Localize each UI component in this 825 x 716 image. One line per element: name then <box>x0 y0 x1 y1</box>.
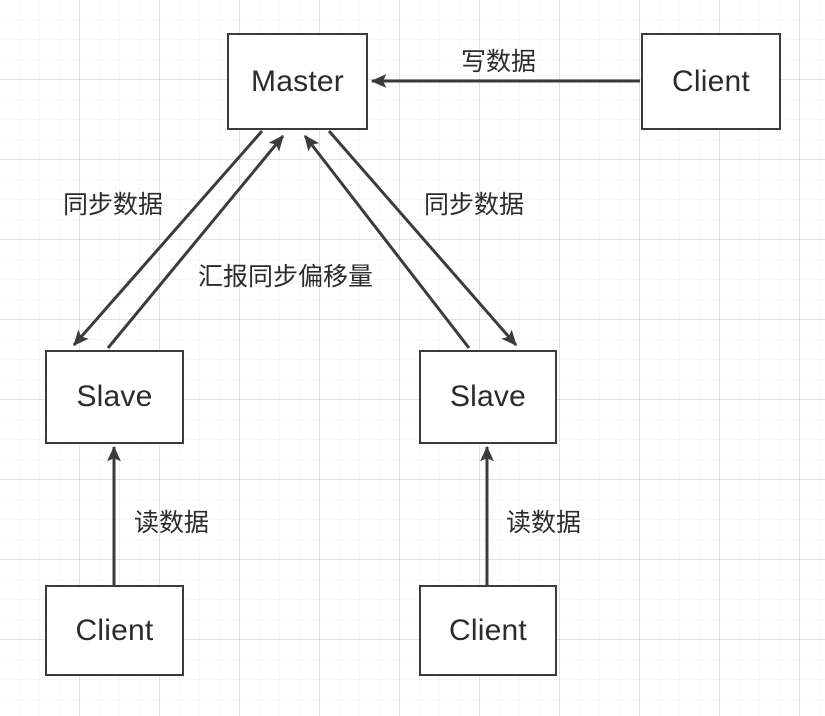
edge-sync-data-right <box>327 130 518 346</box>
edge-sync-data-left <box>72 130 264 346</box>
edge-label-sync-data-right: 同步数据 <box>424 191 525 219</box>
edge-report-offset-left <box>106 135 285 349</box>
edge-label-sync-data-left: 同步数据 <box>63 191 164 219</box>
node-client-write-label: Client <box>672 64 750 98</box>
edge-label-report-offset: 汇报同步偏移量 <box>198 263 374 291</box>
edge-label-read-data-left: 读数据 <box>134 509 210 537</box>
node-slave-left-label: Slave <box>76 380 153 413</box>
node-client-write[interactable]: Client <box>641 33 781 130</box>
edge-label-write-data: 写数据 <box>461 48 537 76</box>
node-slave-left[interactable]: Slave <box>45 350 184 444</box>
node-master-label: Master <box>251 64 344 98</box>
node-client-read-1[interactable]: Client <box>45 585 184 676</box>
node-master[interactable]: Master <box>227 33 368 130</box>
node-client-read-1-label: Client <box>75 613 154 647</box>
node-client-read-2-label: Client <box>449 613 527 647</box>
node-client-read-2[interactable]: Client <box>419 585 557 676</box>
edge-report-offset-right <box>303 135 471 349</box>
node-slave-right-label: Slave <box>449 380 527 413</box>
edge-label-read-data-right: 读数据 <box>506 509 582 537</box>
node-slave-right[interactable]: Slave <box>419 350 557 444</box>
